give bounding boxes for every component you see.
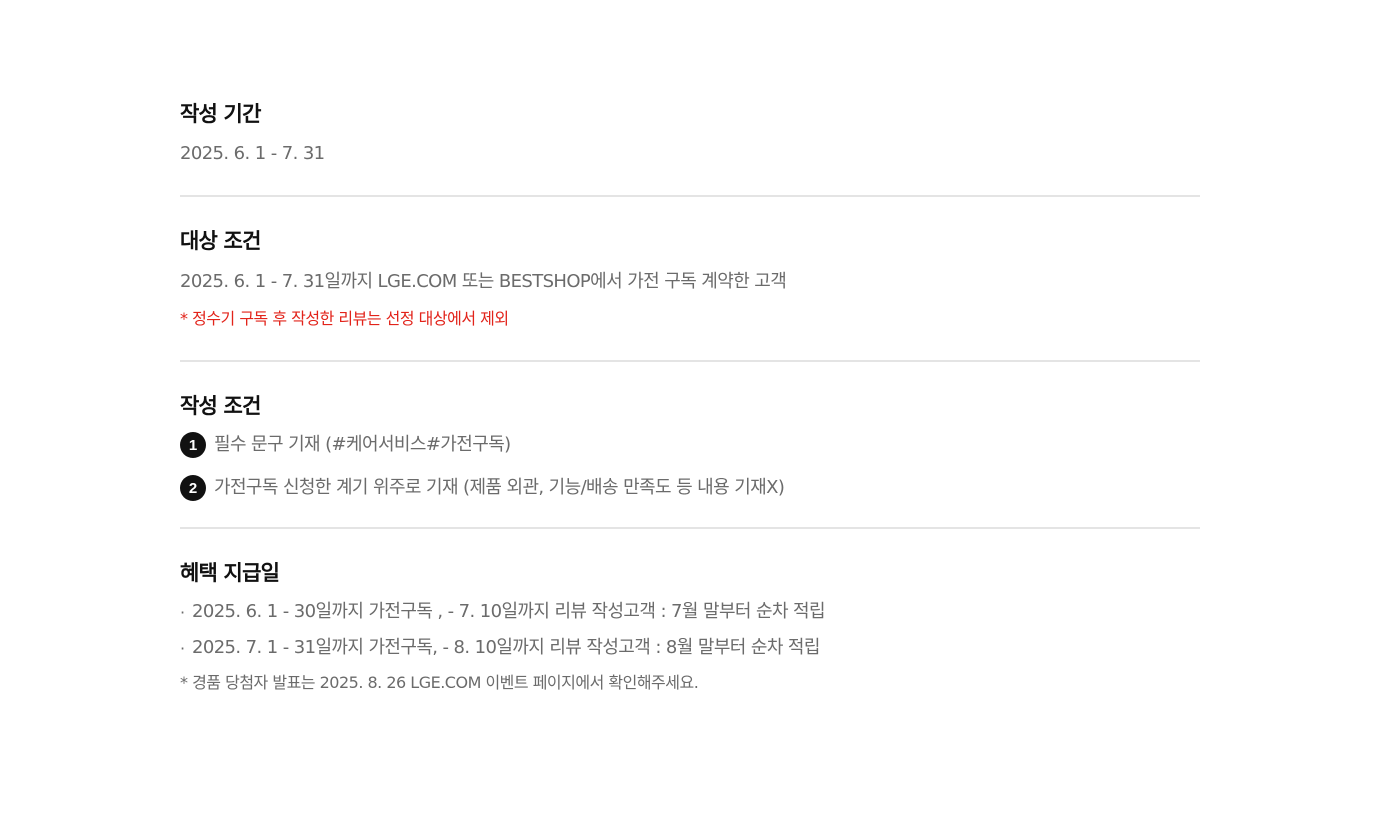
section-title-period: 작성 기간: [180, 102, 261, 126]
list-item: · 2025. 7. 1 - 31일까지 가전구독, - 8. 10일까지 리뷰…: [180, 636, 1200, 660]
section-target-condition: 대상 조건 2025. 6. 1 - 7. 31일까지 LGE.COM 또는 B…: [180, 197, 1200, 362]
condition-text: 필수 문구 기재 (#케어서비스#가전구독): [214, 434, 511, 455]
winner-announcement-note: * 경품 당첨자 발표는 2025. 8. 26 LGE.COM 이벤트 페이지…: [180, 673, 699, 692]
target-exclusion-note: * 정수기 구독 후 작성한 리뷰는 선정 대상에서 제외: [180, 309, 509, 328]
section-writing-condition: 작성 조건 1 필수 문구 기재 (#케어서비스#가전구독) 2 가전구독 신청…: [180, 362, 1200, 529]
condition-text: 가전구독 신청한 계기 위주로 기재 (제품 외관, 기능/배송 만족도 등 내…: [214, 477, 785, 498]
writing-condition-list: 1 필수 문구 기재 (#케어서비스#가전구독) 2 가전구독 신청한 계기 위…: [180, 432, 1200, 501]
section-title-writing: 작성 조건: [180, 394, 261, 418]
benefit-text: 2025. 6. 1 - 30일까지 가전구독 , - 7. 10일까지 리뷰 …: [192, 601, 826, 622]
section-title-target: 대상 조건: [180, 229, 261, 253]
section-benefit-date: 혜택 지급일 · 2025. 6. 1 - 30일까지 가전구독 , - 7. …: [180, 529, 1200, 694]
section-title-benefit: 혜택 지급일: [180, 561, 280, 585]
benefit-text: 2025. 7. 1 - 31일까지 가전구독, - 8. 10일까지 리뷰 작…: [192, 637, 820, 658]
target-value: 2025. 6. 1 - 7. 31일까지 LGE.COM 또는 BESTSHO…: [180, 271, 787, 292]
bullet-dot-icon: ·: [180, 638, 186, 658]
list-item: · 2025. 6. 1 - 30일까지 가전구독 , - 7. 10일까지 리…: [180, 600, 1200, 624]
bullet-dot-icon: ·: [180, 602, 186, 622]
list-item: 2 가전구독 신청한 계기 위주로 기재 (제품 외관, 기능/배송 만족도 등…: [180, 475, 1200, 501]
number-badge-1: 1: [180, 432, 206, 458]
period-value: 2025. 6. 1 - 7. 31: [180, 143, 325, 164]
section-writing-period: 작성 기간 2025. 6. 1 - 7. 31: [180, 100, 1200, 197]
benefit-list: · 2025. 6. 1 - 30일까지 가전구독 , - 7. 10일까지 리…: [180, 600, 1200, 660]
list-item: 1 필수 문구 기재 (#케어서비스#가전구독): [180, 432, 1200, 458]
event-info-container: 작성 기간 2025. 6. 1 - 7. 31 대상 조건 2025. 6. …: [180, 100, 1200, 694]
number-badge-2: 2: [180, 475, 206, 501]
